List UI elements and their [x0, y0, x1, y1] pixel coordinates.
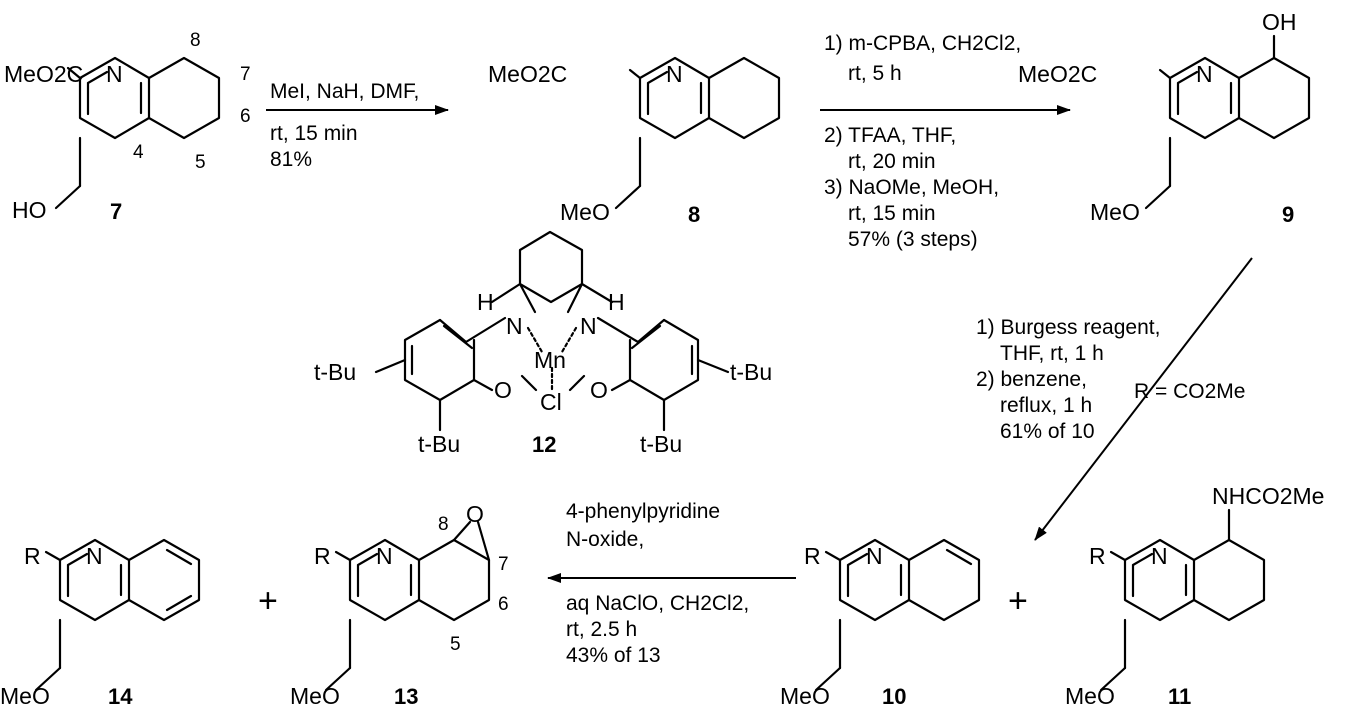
step4-line3: aq NaClO, CH2Cl2, — [566, 592, 749, 615]
c12-number: 12 — [532, 432, 556, 457]
r-definition: R = CO2Me — [1134, 380, 1245, 403]
c8-ring-n: N — [666, 61, 683, 87]
compound-13: R N O 8 7 6 5 MeO 13 — [290, 501, 509, 709]
c10-methoxy-label: MeO — [780, 683, 830, 709]
c8-number: 8 — [688, 202, 700, 227]
c13-locant-8: 8 — [438, 514, 449, 535]
catalyst-12: H H N N Mn Cl O O t-Bu t-Bu t-Bu t-Bu 12 — [314, 230, 772, 457]
c7-ester-label: MeO2C — [4, 61, 83, 87]
c9-hydroxy-label: OH — [1262, 9, 1297, 35]
arrow-step3 — [1034, 257, 1253, 541]
cat-tbu-left: t-Bu — [314, 359, 356, 385]
cat-metal: Mn — [534, 347, 566, 373]
cat-o-right: O — [590, 377, 608, 403]
c10-number: 10 — [882, 684, 906, 709]
c10-ring-n: N — [866, 543, 883, 569]
plus-sign-right: + — [1008, 582, 1028, 620]
c7-locant-5: 5 — [195, 152, 206, 173]
step3-line3: 2) benzene, — [976, 368, 1087, 391]
c13-locant-7: 7 — [498, 554, 509, 575]
c10-r-label: R — [804, 543, 821, 569]
c8-methoxy-label: MeO — [560, 199, 610, 225]
cat-h-right: H — [608, 289, 625, 315]
step2-line4: rt, 20 min — [848, 150, 936, 173]
c13-epoxide-o: O — [466, 501, 484, 527]
cat-n-right: N — [580, 313, 597, 339]
c14-methoxy-label: MeO — [0, 683, 50, 709]
step4-line1: 4-phenylpyridine — [566, 500, 720, 523]
cat-n-left: N — [506, 313, 523, 339]
step3-line2: THF, rt, 1 h — [1000, 342, 1104, 365]
c9-ring-n: N — [1196, 61, 1213, 87]
step1-line1: MeI, NaH, DMF, — [270, 80, 419, 103]
step4-line5: 43% of 13 — [566, 644, 661, 667]
step2-line5: 3) NaOMe, MeOH, — [824, 176, 999, 199]
c14-number: 14 — [108, 684, 133, 709]
step2-line1: 1) m-CPBA, CH2Cl2, — [824, 32, 1021, 55]
c11-number: 11 — [1168, 684, 1191, 709]
c7-locant-6: 6 — [240, 106, 251, 127]
c7-ring-n: N — [106, 61, 123, 87]
cat-h-left: H — [477, 289, 494, 315]
c13-r-label: R — [314, 543, 331, 569]
step1-line2: rt, 15 min — [270, 122, 358, 145]
c13-locant-5: 5 — [450, 634, 461, 655]
c7-locant-4: 4 — [133, 142, 144, 163]
cat-tbu-bottom-left: t-Bu — [418, 431, 460, 457]
c14-r-label: R — [24, 543, 41, 569]
c9-number: 9 — [1282, 202, 1294, 227]
c11-ring-n: N — [1151, 543, 1168, 569]
plus-sign-left: + — [258, 582, 278, 620]
c11-carbamate-label: NHCO2Me — [1212, 483, 1324, 509]
c9-ester-label: MeO2C — [1018, 61, 1097, 87]
step3-line1: 1) Burgess reagent, — [976, 316, 1160, 339]
c11-methoxy-label: MeO — [1065, 683, 1115, 709]
c7-hydroxy-label: HO — [12, 197, 47, 223]
c13-methoxy-label: MeO — [290, 683, 340, 709]
c7-locant-8: 8 — [190, 30, 201, 51]
compound-7: MeO2C N HO 7 8 7 6 5 4 — [4, 30, 251, 224]
step4-line4: rt, 2.5 h — [566, 618, 637, 641]
step2-line6: rt, 15 min — [848, 202, 936, 225]
step1-line3: 81% — [270, 148, 312, 171]
step3-line5: 61% of 10 — [1000, 420, 1095, 443]
cat-tbu-bottom-right: t-Bu — [640, 431, 682, 457]
compound-8: MeO2C N MeO 8 — [488, 56, 781, 227]
step2-line3: 2) TFAA, THF, — [824, 124, 956, 147]
compound-9: MeO2C N OH MeO 9 — [1018, 9, 1311, 227]
c14-ring-n: N — [86, 543, 103, 569]
c13-ring-n: N — [376, 543, 393, 569]
cat-halide: Cl — [540, 389, 562, 415]
c7-locant-7: 7 — [240, 64, 251, 85]
c9-methoxy-label: MeO — [1090, 199, 1140, 225]
c11-r-label: R — [1089, 543, 1106, 569]
c13-number: 13 — [394, 684, 418, 709]
cat-o-left: O — [494, 377, 512, 403]
c7-number: 7 — [110, 199, 122, 224]
c13-locant-6: 6 — [498, 594, 509, 615]
step3-line4: reflux, 1 h — [1000, 394, 1092, 417]
compound-11: R N NHCO2Me MeO 11 — [1065, 483, 1324, 709]
compound-14: R N MeO 14 — [0, 538, 201, 709]
step4-line2: N-oxide, — [566, 528, 644, 551]
c8-ester-label: MeO2C — [488, 61, 567, 87]
cat-tbu-right: t-Bu — [730, 359, 772, 385]
step2-line7: 57% (3 steps) — [848, 228, 978, 251]
compound-10: R N MeO 10 — [780, 538, 981, 709]
step2-line2: rt, 5 h — [848, 62, 902, 85]
